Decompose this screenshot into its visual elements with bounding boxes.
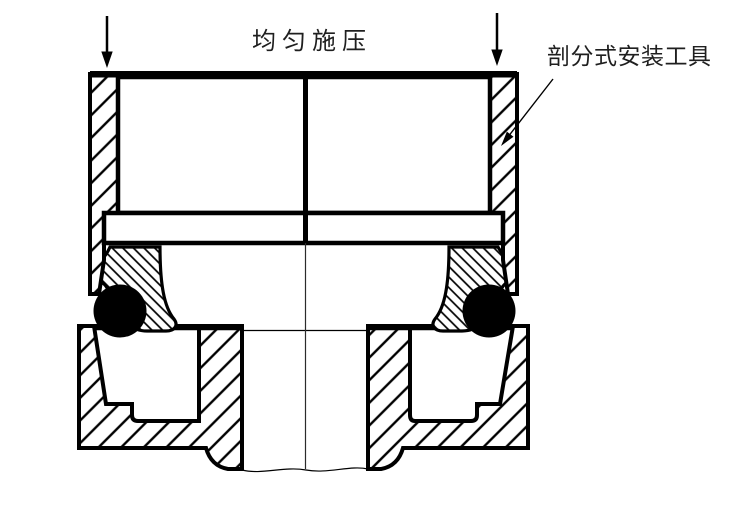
pressure-arrows (101, 13, 503, 68)
label-split-installation-tool: 剖分式安装工具 (547, 44, 712, 70)
housing-right-section (366, 324, 530, 471)
split-installation-tool (88, 71, 519, 296)
tool-label-leader (501, 78, 554, 146)
lip-seal-section (96, 245, 513, 333)
leader-arrowhead-icon (501, 131, 514, 146)
housing-section (77, 324, 530, 473)
leader-line (503, 78, 554, 143)
o-ring-right (462, 284, 516, 338)
break-line (241, 467, 369, 473)
o-ring-left (93, 284, 147, 338)
label-uniform-pressure: 均匀施压 (252, 27, 372, 55)
down-arrow-right-icon (491, 13, 503, 66)
down-arrow-left-icon (101, 16, 113, 68)
housing-left-section (77, 324, 244, 471)
